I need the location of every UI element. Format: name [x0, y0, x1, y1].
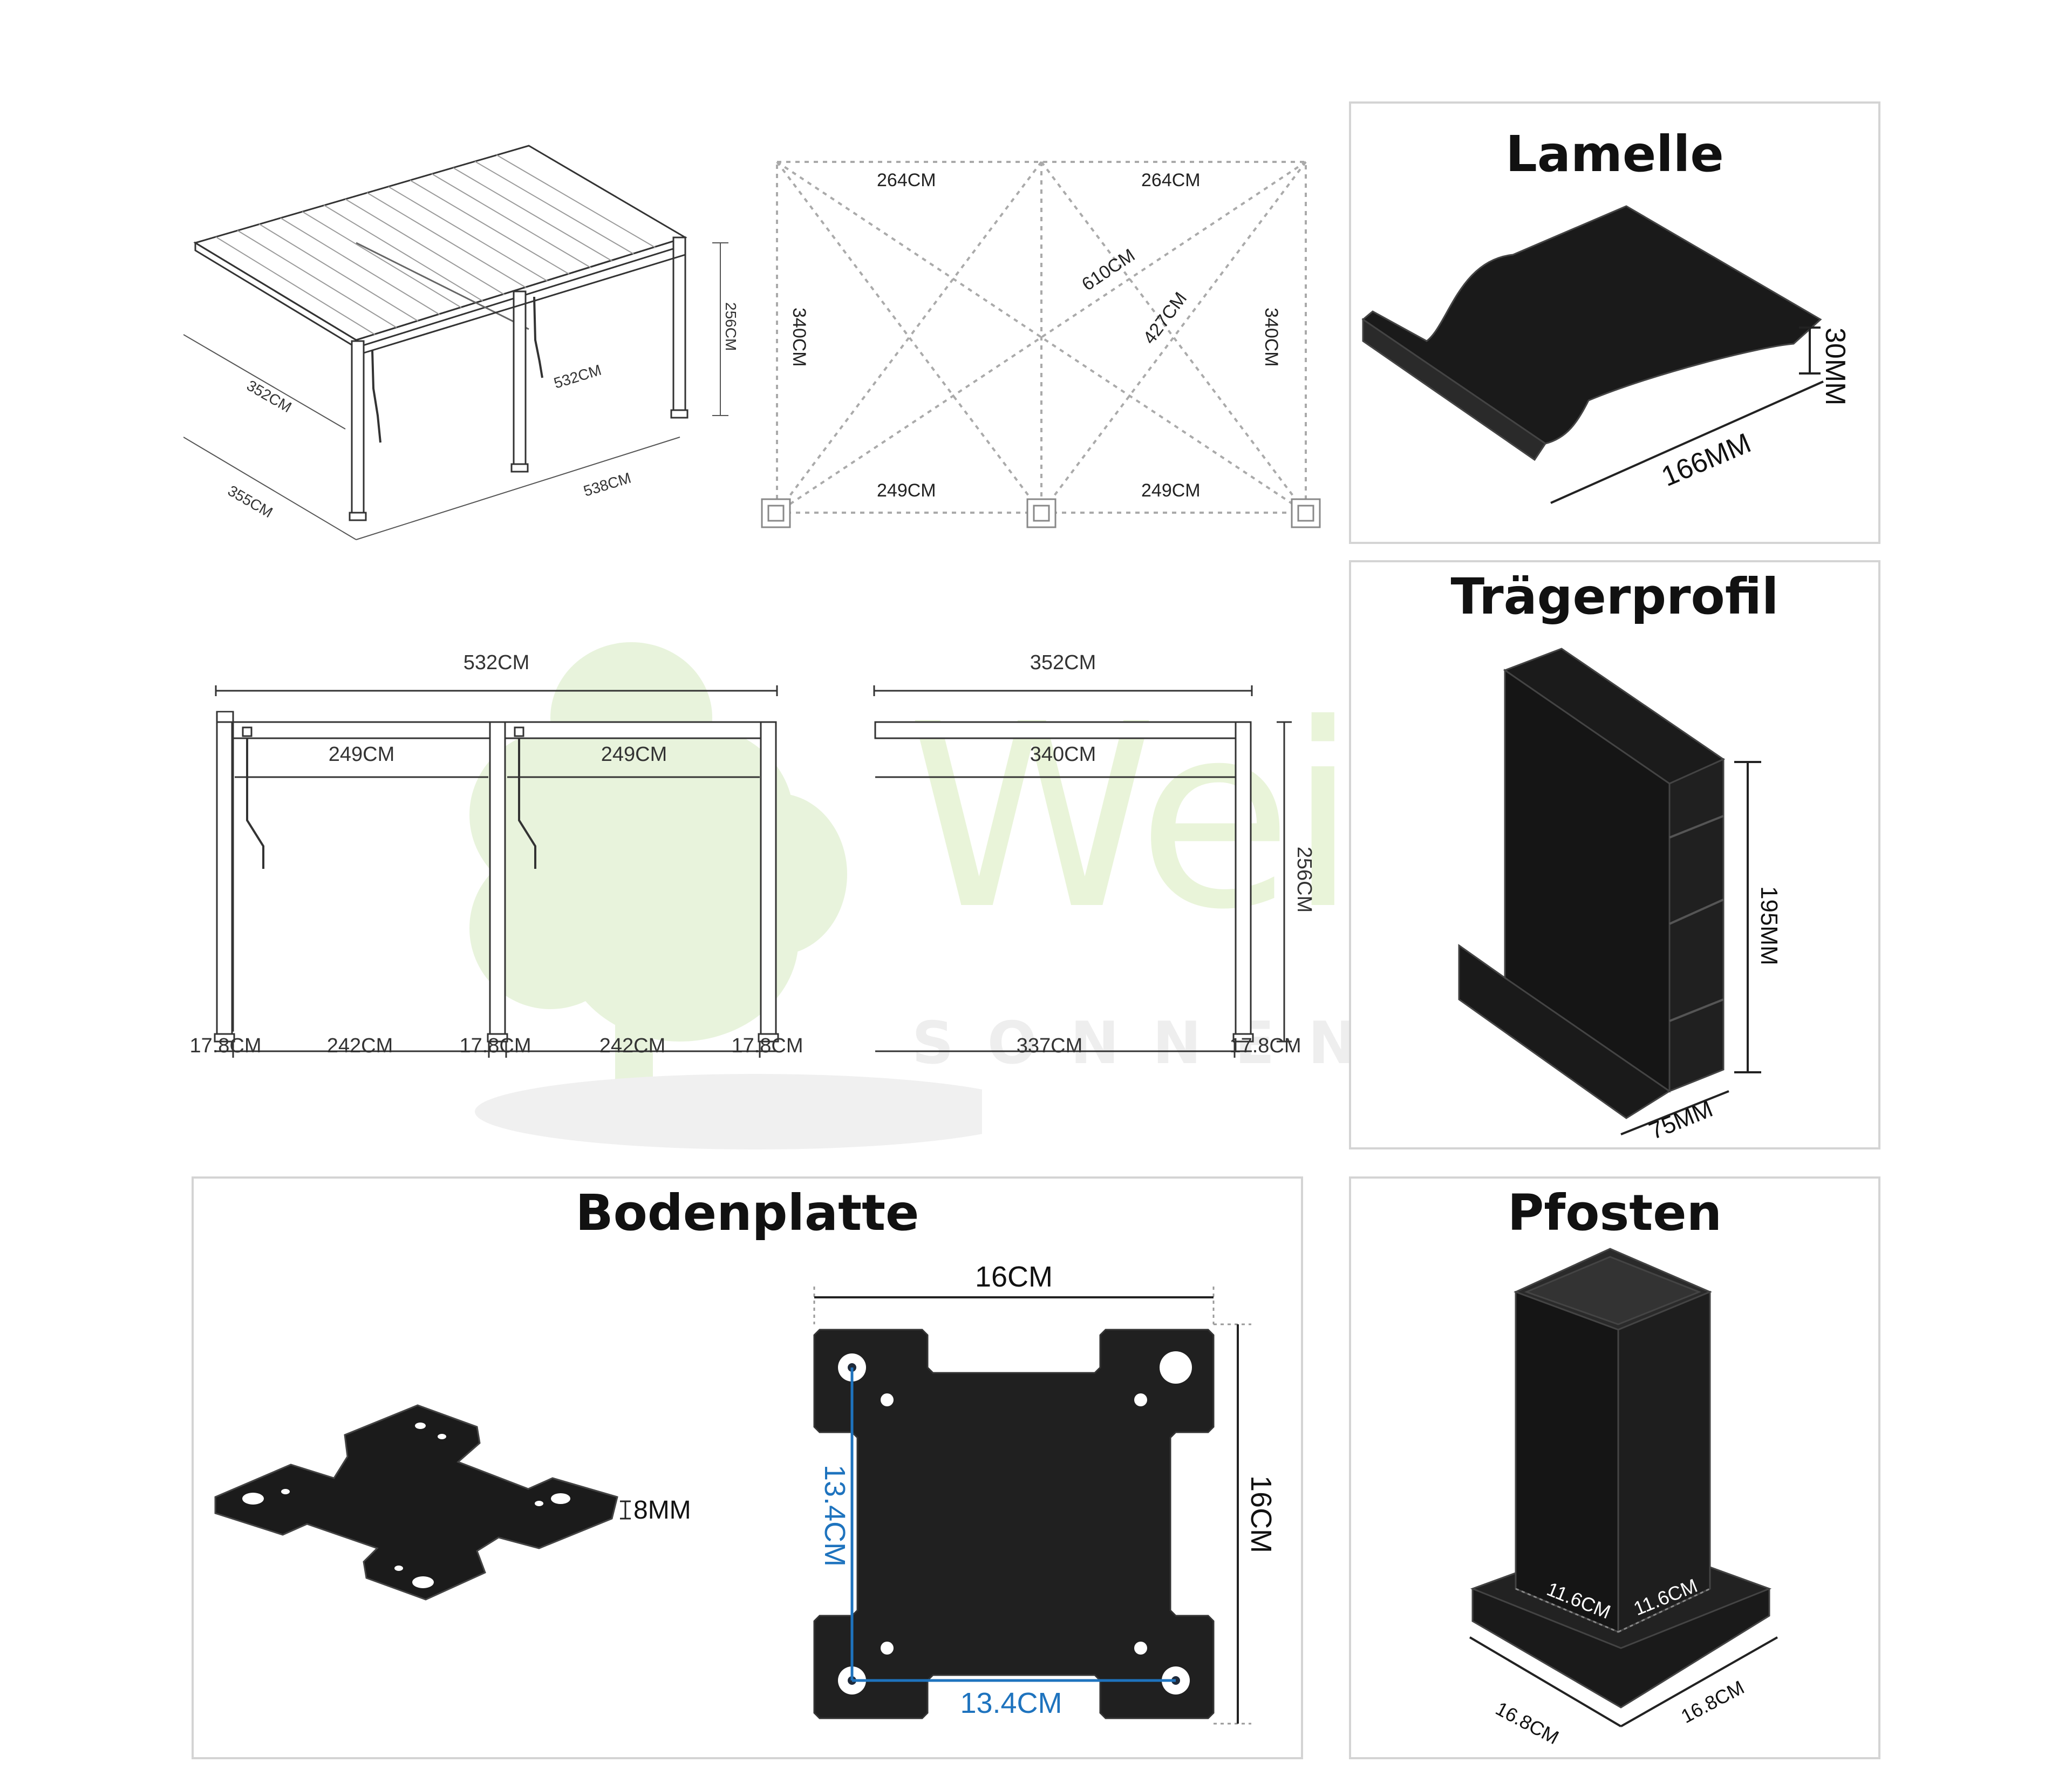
baseplate-top	[813, 1329, 1215, 1719]
panel-title-lamelle: Lamelle	[1505, 125, 1724, 183]
roof-louvers	[215, 154, 656, 335]
dim-front-span-right: 249CM	[601, 743, 667, 766]
traeger-height: 195MM	[1756, 886, 1782, 965]
baseplate-width: 16CM	[975, 1261, 1053, 1293]
dim-front-outer: 538CM	[582, 469, 633, 500]
traeger-width: 75MM	[1645, 1095, 1716, 1145]
dim-left-depth-top: 352CM	[244, 377, 295, 416]
baseplate-hole-spacing-h: 13.4CM	[960, 1687, 1062, 1719]
panel-title-traegerprofil: Trägerprofil	[1450, 568, 1779, 625]
pfosten-base-b: 16.8CM	[1678, 1676, 1748, 1727]
dim-side-inner: 340CM	[1030, 743, 1096, 766]
panel-title-pfosten: Pfosten	[1507, 1184, 1722, 1242]
pfosten-base-a: 16.8CM	[1492, 1697, 1563, 1748]
dim-height: 256CM	[723, 302, 739, 351]
traegerprofil-drawing: 195MM 75MM	[1458, 648, 1782, 1145]
baseplate-hole-spacing-v: 13.4CM	[819, 1465, 851, 1567]
post-front-left	[1515, 1290, 1619, 1634]
dim-front-post-2: 17.8CM	[459, 1035, 531, 1057]
roof-outline	[193, 145, 687, 341]
lamelle-drawing: 30MM 166MM	[1361, 205, 1851, 504]
dim-front-gap-1: 242CM	[327, 1035, 393, 1057]
side-post	[1235, 721, 1252, 1040]
dim-bottom-right: 249CM	[1141, 480, 1201, 501]
dim-front-post-3: 17.8CM	[731, 1035, 803, 1057]
plan-view: 264CM 264CM 340CM 340CM 610CM 427CM 249C…	[761, 161, 1321, 528]
front-post-left	[216, 721, 233, 1040]
panel-bodenplatte: Bodenplatte 8MM	[192, 1176, 1303, 1759]
dim-side-overall: 352CM	[1030, 651, 1096, 674]
baseplate-iso-drawing: 8MM	[214, 1404, 691, 1601]
lamelle-height: 30MM	[1819, 328, 1851, 405]
dim-side-height: 256CM	[1293, 847, 1316, 913]
dim-front-span-left: 249CM	[329, 743, 395, 766]
lamelle-profile	[1361, 205, 1822, 445]
panel-title-bodenplatte: Bodenplatte	[575, 1184, 919, 1242]
baseplate-thickness: 8MM	[633, 1496, 691, 1525]
panel-pfosten: Pfosten 11.6CM 11.6CM 16.8CM 16.8CM	[1349, 1176, 1880, 1759]
front-view-bottom-labels: 17.8CM 242CM 17.8CM 242CM 17.8CM	[189, 1035, 803, 1057]
dim-front-overall: 532CM	[464, 651, 530, 674]
front-post-right	[760, 721, 777, 1040]
dim-diagonal-half: 427CM	[1139, 288, 1191, 348]
baseplate-iso	[214, 1404, 618, 1601]
isometric-view: 352CM 355CM 532CM 538CM 256CM	[183, 145, 739, 540]
dim-side-clear: 337CM	[1017, 1035, 1083, 1057]
side-view: 352CM 340CM 337CM 17.8CM 256CM	[873, 651, 1316, 1058]
watermark-tree	[469, 642, 982, 1149]
dim-bottom-left: 249CM	[877, 480, 936, 501]
dim-front-post-1: 17.8CM	[189, 1035, 261, 1057]
panel-lamelle: Lamelle 30MM 166MM	[1349, 101, 1880, 544]
dim-top-left: 264CM	[877, 170, 936, 190]
front-view: 532CM 249CM 249CM	[214, 651, 779, 1058]
front-post-mid	[489, 721, 506, 1040]
pfosten-drawing: 11.6CM 11.6CM 16.8CM 16.8CM	[1469, 1248, 1778, 1748]
dim-front-gap-2: 242CM	[599, 1035, 666, 1057]
dim-side-post: 17.8CM	[1229, 1035, 1301, 1057]
panel-traegerprofil: Trägerprofil 195MM 75MM	[1349, 560, 1880, 1149]
lamelle-width: 166MM	[1657, 427, 1755, 493]
dim-front-inner: 532CM	[552, 362, 603, 392]
baseplate-top-drawing: 16CM 16CM 13.4CM 13.4CM	[813, 1261, 1277, 1725]
dim-top-right: 264CM	[1141, 170, 1201, 190]
dim-right-side: 340CM	[1261, 308, 1282, 367]
dim-left-side: 340CM	[789, 308, 809, 367]
baseplate-height: 16CM	[1245, 1475, 1277, 1553]
